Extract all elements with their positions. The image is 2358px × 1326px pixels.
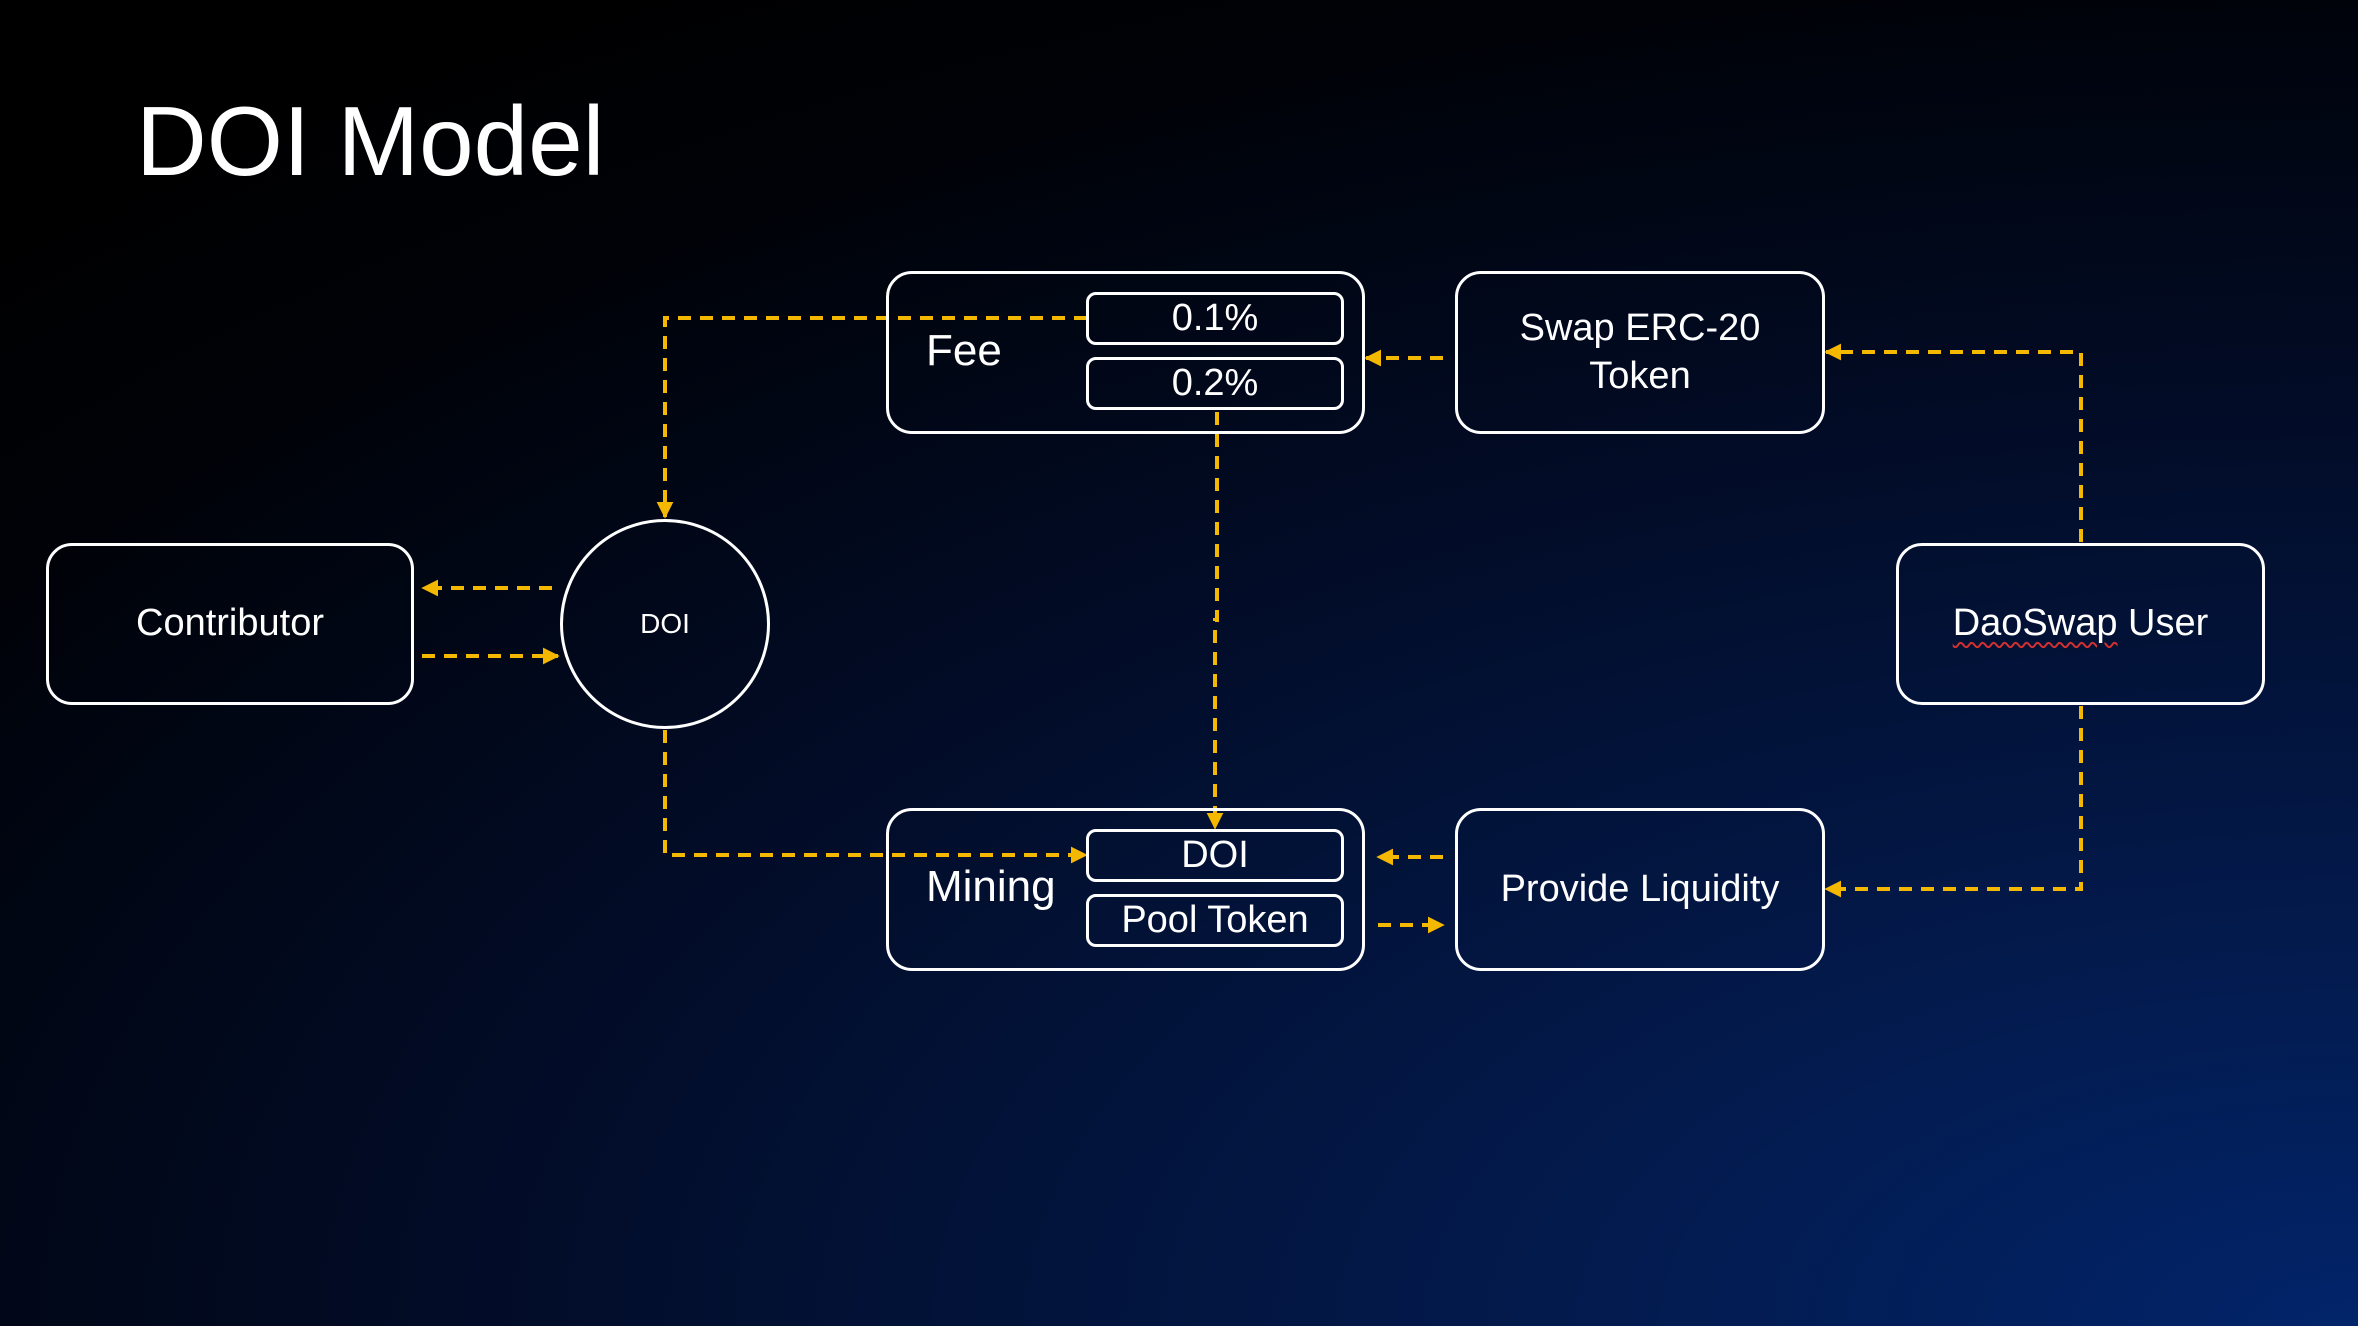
mining-output-doi-label: DOI <box>1181 834 1249 876</box>
fee-option-0-2-label: 0.2% <box>1171 362 1259 404</box>
swap-node: Swap ERC-20 Token <box>1455 271 1825 434</box>
provide-liquidity-label: Provide Liquidity <box>1500 867 1780 910</box>
slide-title: DOI Model <box>136 86 605 196</box>
fee-node <box>886 271 1365 434</box>
daoswap-brand-text: DaoSwap <box>1952 602 2118 645</box>
fee-option-0-1-label: 0.1% <box>1171 297 1259 339</box>
mining-node <box>886 808 1365 971</box>
arrow-fee-to-mining <box>1206 412 1224 830</box>
swap-label: Swap ERC-20 Token <box>1519 307 1761 397</box>
contributor-label: Contributor <box>136 602 324 645</box>
doi-circle-label: DOI <box>640 608 690 639</box>
doi-circle-node: DOI <box>560 519 770 729</box>
daoswap-user-node: DaoSwap User <box>1896 543 2265 705</box>
provide-liquidity-node: Provide Liquidity <box>1455 808 1825 971</box>
mining-output-pool-token-label: Pool Token <box>1121 899 1309 941</box>
fee-option-0-1: 0.1% <box>1086 292 1344 345</box>
fee-label: Fee <box>926 326 1002 375</box>
daoswap-user-text: User <box>2117 602 2209 645</box>
mining-output-pool-token: Pool Token <box>1086 894 1344 947</box>
mining-label: Mining <box>926 862 1056 911</box>
arrow-fee-to-doi <box>656 316 1087 519</box>
arrow-user-to-liquidity <box>1824 706 2083 898</box>
contributor-node: Contributor <box>46 543 414 705</box>
arrow-doi-to-mining <box>663 730 1088 864</box>
arrow-user-to-swap <box>1824 343 2083 542</box>
mining-output-doi: DOI <box>1086 829 1344 882</box>
daoswap-user-label: DaoSwap User <box>1953 600 2209 648</box>
fee-option-0-2: 0.2% <box>1086 357 1344 410</box>
